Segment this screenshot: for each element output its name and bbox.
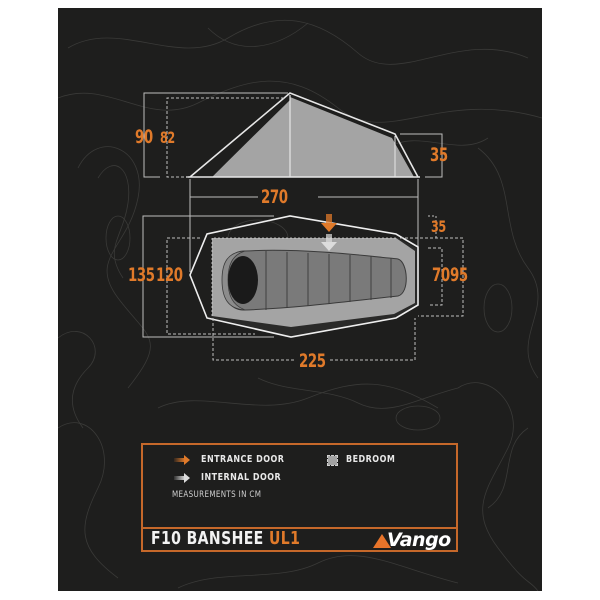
sleeping-bag xyxy=(221,249,407,311)
dimension-foot-offset: 35 xyxy=(431,217,446,236)
product-model: UL1 xyxy=(268,528,301,549)
bedroom-swatch-icon xyxy=(327,455,338,466)
entrance-door-legend-icon xyxy=(174,455,190,465)
dimension-total-height: 90 xyxy=(135,126,153,148)
legend-box: ENTRANCE DOOR INTERNAL DOOR MEASUREMENTS… xyxy=(141,443,458,552)
internal-door-arrow xyxy=(321,234,337,251)
entrance-door-arrow xyxy=(321,214,337,232)
brand-wordmark: Vango xyxy=(387,528,451,551)
legend-bedroom: BEDROOM xyxy=(346,454,396,465)
dimension-foot-inner-width: 70 xyxy=(432,264,450,286)
legend-divider xyxy=(143,527,456,529)
product-title: F10 BANSHEE UL1 xyxy=(151,530,300,548)
dimension-inner-width: 120 xyxy=(156,264,183,286)
dimension-rear-height: 35 xyxy=(430,144,448,166)
legend-entrance-door: ENTRANCE DOOR xyxy=(201,454,285,465)
measurements-note: MEASUREMENTS IN CM xyxy=(172,490,262,500)
dimension-outer-width: 135 xyxy=(128,264,155,286)
dimension-foot-outer-width: 95 xyxy=(450,264,468,286)
vango-logo: Vango xyxy=(373,530,451,550)
dimension-inner-length: 225 xyxy=(299,350,326,372)
tent-diagram xyxy=(142,92,464,361)
floor-view xyxy=(142,214,464,361)
dimension-inner-height: 82 xyxy=(160,128,175,147)
topographic-background xyxy=(58,19,542,591)
product-name: F10 BANSHEE xyxy=(151,528,264,549)
dimension-length: 270 xyxy=(261,186,288,208)
floorplan-panel: 90 82 35 270 135 120 35 70 95 225 ENTRAN… xyxy=(58,8,542,591)
legend-internal-door: INTERNAL DOOR xyxy=(201,472,282,483)
side-view xyxy=(143,92,443,272)
vango-triangle-icon xyxy=(373,534,391,548)
internal-door-legend-icon xyxy=(174,473,190,483)
